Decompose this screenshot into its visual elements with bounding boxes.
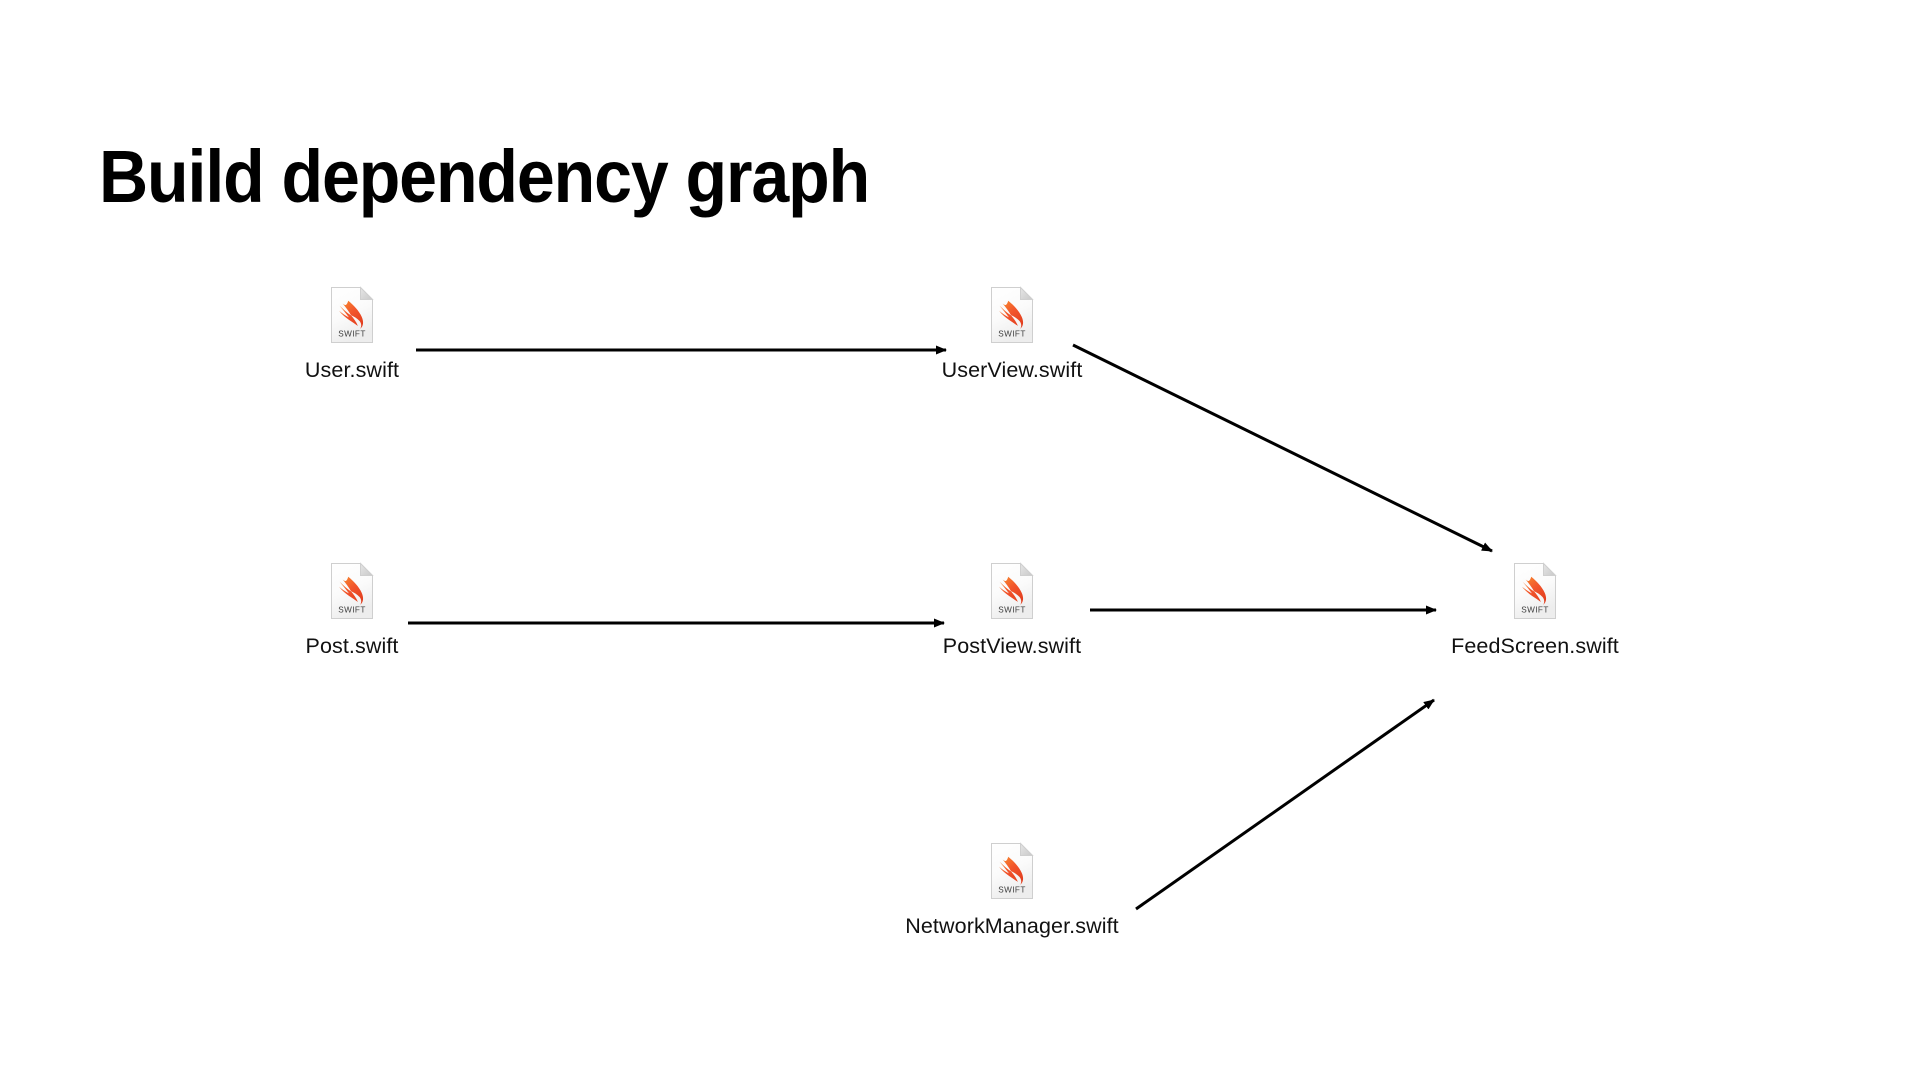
graph-node-label: FeedScreen.swift (1451, 634, 1619, 658)
graph-node-feedscreen[interactable]: FeedScreen.swift (1405, 562, 1665, 659)
swift-file-icon (989, 286, 1035, 344)
graph-node-label: NetworkManager.swift (905, 914, 1119, 938)
graph-node-label: Post.swift (305, 634, 399, 658)
graph-node-user[interactable]: User.swift (222, 286, 482, 383)
graph-node-label: UserView.swift (941, 358, 1083, 382)
graph-node-label: User.swift (304, 358, 400, 382)
dependency-arrow-networkmanager-to-feedscreen (1135, 698, 1435, 911)
swift-file-icon (989, 562, 1035, 620)
page-title: Build dependency graph (99, 134, 870, 218)
graph-node-post[interactable]: Post.swift (222, 562, 482, 659)
swift-file-icon (329, 286, 375, 344)
graph-node-label: PostView.swift (942, 634, 1082, 658)
swift-file-icon (989, 842, 1035, 900)
swift-file-icon (329, 562, 375, 620)
graph-node-networkmanager[interactable]: NetworkManager.swift (882, 842, 1142, 939)
graph-node-postview[interactable]: PostView.swift (882, 562, 1142, 659)
graph-node-userview[interactable]: UserView.swift (882, 286, 1142, 383)
swift-file-icon (1512, 562, 1558, 620)
